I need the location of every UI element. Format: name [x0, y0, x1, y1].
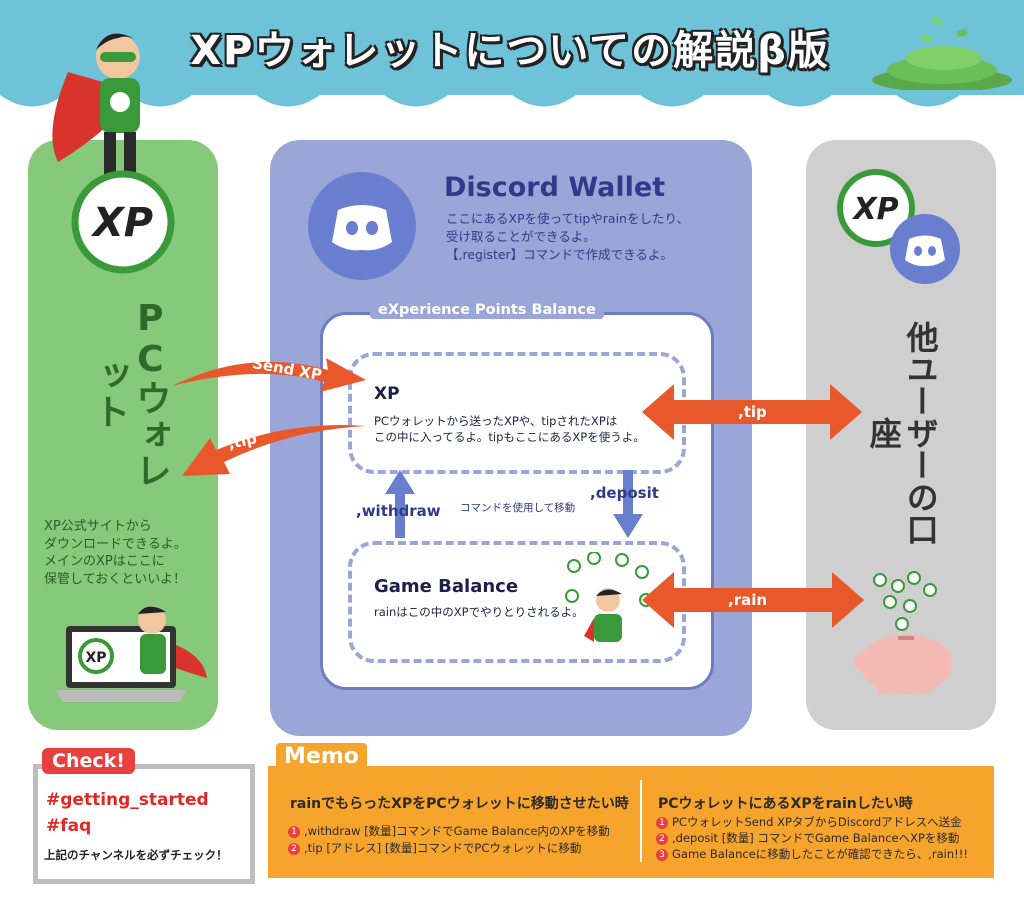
channel-getting-started: #getting_started [46, 790, 209, 810]
game-balance-title: Game Balance [374, 576, 519, 597]
mascot-hero-icon [52, 33, 140, 177]
xp-title: XP [374, 384, 400, 404]
memo-left-item-1: 1 ,withdraw [数量]コマンドでGame Balance内のXPを移動 [288, 823, 610, 839]
number-3-icon: 3 [656, 848, 668, 861]
send-xp-arrow [172, 358, 366, 392]
number-2-icon: 2 [288, 842, 300, 855]
desc-line: PCウォレットから送ったXPや、tipされたXPは [374, 414, 618, 428]
deposit-label: ,deposit [590, 484, 659, 502]
memo-right-item-2: 2 ,deposit [数量] コマンドでGame BalanceへXPを移動 [656, 830, 959, 846]
memo-divider [640, 780, 642, 862]
number-1-icon: 1 [288, 825, 300, 838]
tip-right-label: ,tip [738, 403, 767, 421]
rain-arrow [642, 572, 864, 628]
discord-logo-icon [308, 172, 416, 280]
page-title: XPウォレットについての解説β版 [190, 28, 830, 74]
channel-faq: #faq [46, 816, 92, 836]
balance-box [320, 312, 714, 690]
rain-mascot-icon [565, 552, 653, 642]
other-user-heading: 他ユーザーの口座 [864, 321, 940, 545]
withdraw-arrow-icon [385, 470, 415, 538]
memo-left-item-2: 2 ,tip [アドレス] [数量]コマンドでPCウォレットに移動 [288, 840, 581, 856]
memo-item-text: ,withdraw [数量]コマンドでGame Balance内のXPを移動 [304, 824, 610, 838]
desc-line: ダウンロードできるよ。 [44, 536, 187, 552]
discord-wallet-title: Discord Wallet [444, 172, 666, 203]
desc-line: XP公式サイトから [44, 519, 152, 534]
memo-item-text: PCウォレットSend XPタブからDiscordアドレスへ送金 [672, 815, 962, 829]
money-pile-icon [872, 16, 1012, 90]
tip-right-arrow [642, 384, 862, 440]
discord-logo-small-icon [890, 214, 960, 284]
piggy-bank-icon [854, 571, 952, 694]
header-wave-background [0, 0, 1024, 107]
number-1-icon: 1 [656, 816, 668, 829]
tip-left-arrow [182, 425, 366, 476]
desc-line: 受け取ることができるよ。 [446, 229, 596, 245]
balance-label: eXperience Points Balance [370, 301, 604, 319]
desc-line: 保管しておくといいよ！ [44, 571, 186, 587]
memo-left-heading: rainでもらったXPをPCウォレットに移動させたい時 [290, 796, 629, 812]
desc-line: この中に入ってるよ。tipもここにあるXPを使うよ。 [374, 430, 645, 445]
desc-line: 【,register】コマンドで作成できるよ。 [446, 247, 673, 263]
number-2-icon: 2 [656, 832, 668, 845]
memo-right-item-3: 3 Game Balanceに移動したことが確認できたら、,rain!!! [656, 846, 968, 862]
desc-line: ここにあるXPを使ってtipやrainをしたり、 [446, 211, 689, 226]
pc-wallet-heading: PCウォレット [88, 298, 171, 488]
memo-right-item-1: 1 PCウォレットSend XPタブからDiscordアドレスへ送金 [656, 814, 962, 830]
memo-title: Memo [276, 743, 367, 770]
svg-text:XP: XP [90, 200, 153, 246]
xp-description: PCウォレットから送ったXPや、tipされたXPは この中に入ってるよ。tipも… [374, 413, 664, 445]
game-balance-description: rainはこの中のXPでやりとりされるよ。 [374, 605, 584, 619]
pc-wallet-description: XP公式サイトから ダウンロードできるよ。 メインのXPはここに 保管しておくと… [44, 518, 214, 588]
rain-label: ,rain [728, 591, 768, 609]
memo-item-text: ,deposit [数量] コマンドでGame BalanceへXPを移動 [672, 831, 960, 845]
xp-logo-icon: XP [71, 170, 175, 274]
deposit-arrow-icon [613, 470, 643, 538]
memo-item-text: ,tip [アドレス] [数量]コマンドでPCウォレットに移動 [304, 841, 582, 855]
memo-item-text: Game Balanceに移動したことが確認できたら、,rain!!! [672, 847, 968, 861]
command-note: コマンドを使用して移動 [460, 502, 576, 514]
check-box [33, 764, 255, 884]
check-note: 上記のチャンネルを必ずチェック！ [44, 848, 228, 862]
laptop-mascot-icon: XP [56, 606, 207, 702]
check-title: Check! [42, 748, 135, 774]
svg-text:XP: XP [851, 192, 898, 227]
memo-box [268, 766, 994, 878]
xp-logo-small-icon: XP [837, 169, 915, 247]
desc-line: メインのXPはここに [44, 554, 165, 570]
withdraw-label: ,withdraw [356, 502, 441, 520]
discord-wallet-description: ここにあるXPを使ってtipやrainをしたり、 受け取ることができるよ。 【,… [446, 210, 746, 264]
svg-text:XP: XP [85, 650, 106, 666]
memo-right-heading: PCウォレットにあるXPをrainしたい時 [658, 796, 913, 812]
